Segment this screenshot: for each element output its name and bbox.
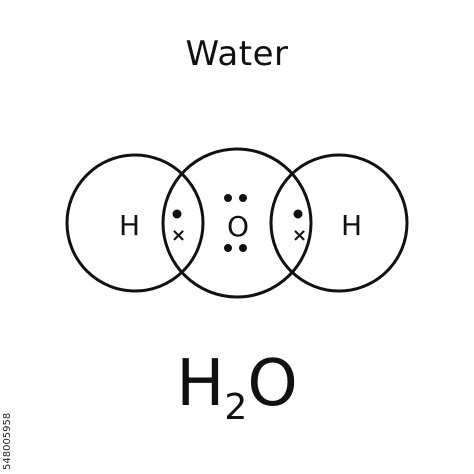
right-bond-hydrogen-electron: × — [292, 225, 307, 246]
oxygen-shell — [161, 147, 313, 299]
formula-subscript: 2 — [224, 387, 248, 428]
right-bond-oxygen-electron — [293, 209, 303, 219]
formula-element-hydrogen: H — [176, 347, 225, 421]
oxygen-lone-pair-top-right — [239, 194, 247, 202]
side-id-text: 548005958 — [2, 412, 13, 470]
chemical-formula: H2O — [0, 352, 474, 426]
oxygen-lone-pair-bottom-right — [239, 244, 247, 252]
right-hydrogen-label: H — [341, 209, 362, 242]
oxygen-label: O — [227, 210, 249, 243]
oxygen-lone-pair-top-left — [224, 194, 232, 202]
oxygen-lone-pair-bottom-left — [224, 244, 232, 252]
left-bond-oxygen-electron — [172, 209, 182, 219]
left-hydrogen-label: H — [119, 209, 140, 242]
formula-element-oxygen: O — [247, 347, 298, 421]
right-hydrogen-shell — [269, 153, 409, 293]
left-bond-hydrogen-electron: × — [171, 225, 186, 246]
left-hydrogen-shell — [65, 153, 205, 293]
diagram-title: Water — [185, 34, 289, 74]
